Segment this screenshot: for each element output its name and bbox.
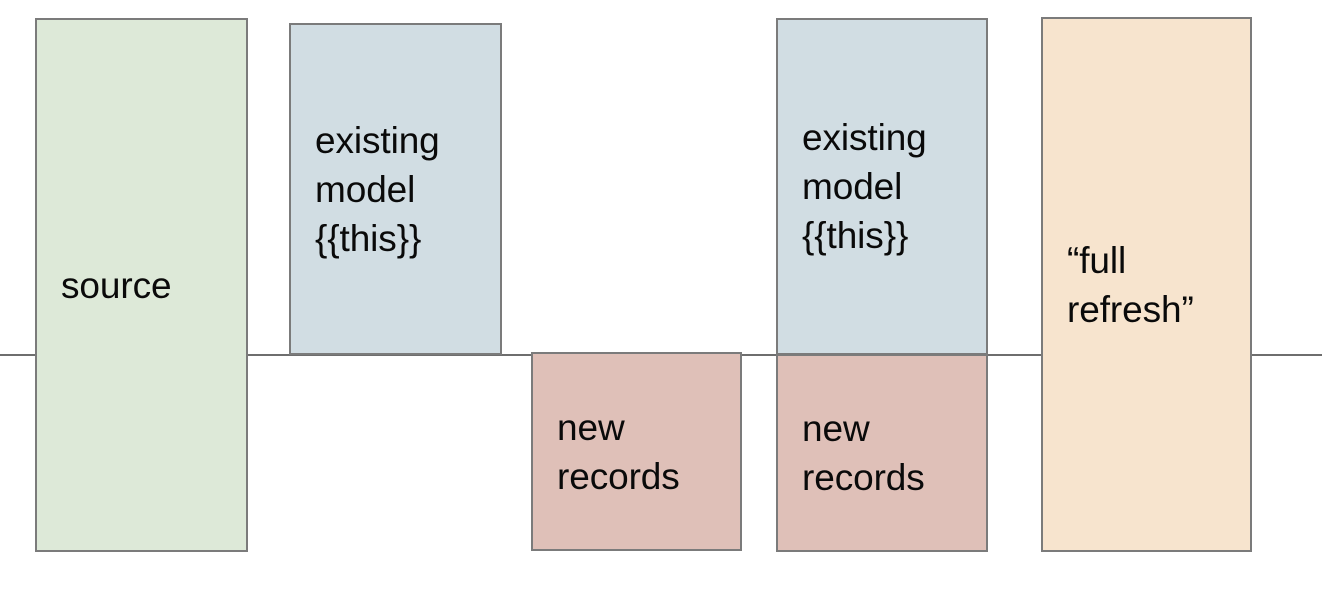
diagram-box-new-records-1[interactable]: new records xyxy=(531,352,742,551)
diagram-box-full-refresh[interactable]: “full refresh” xyxy=(1041,17,1252,552)
diagram-box-existing-model-1-label: existing model {{this}} xyxy=(315,119,440,259)
diagram-box-new-records-2[interactable]: new records xyxy=(776,354,988,552)
diagram-box-existing-model-2[interactable]: existing model {{this}} xyxy=(776,18,988,355)
diagram-box-new-records-1-label: new records xyxy=(557,406,680,497)
diagram-box-source-label: source xyxy=(61,264,172,306)
diagram-box-new-records-2-label: new records xyxy=(802,408,925,498)
diagram-box-existing-model-1[interactable]: existing model {{this}} xyxy=(289,23,502,355)
diagram-box-full-refresh-label: “full refresh” xyxy=(1067,239,1194,330)
diagram-box-existing-model-2-label: existing model {{this}} xyxy=(802,117,927,256)
diagram-box-source[interactable]: source xyxy=(35,18,248,552)
